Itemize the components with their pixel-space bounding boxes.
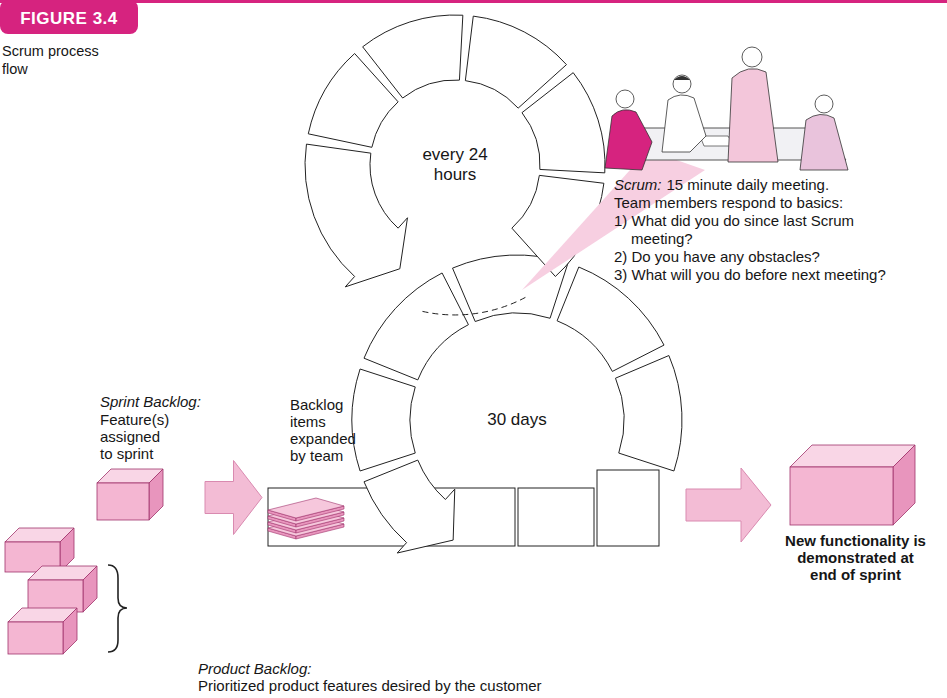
box-side-face — [63, 608, 77, 654]
note-text: Team members respond to basics: — [614, 194, 902, 212]
note-text: 3) What will you do before next meeting? — [614, 266, 902, 284]
note-text: 2) Do you have any obstacles? — [614, 248, 902, 266]
figure-caption: Scrum process flow — [2, 42, 112, 78]
node-outline — [95, 468, 167, 523]
person-head — [673, 75, 691, 93]
box-side-face — [149, 469, 163, 520]
box-front-face — [8, 622, 63, 654]
box-front-face — [97, 483, 149, 520]
box-side-face — [893, 445, 915, 525]
backlog-items-stack: Backlog items expanded by team — [266, 476, 348, 546]
sprint-strip-cell — [518, 488, 594, 546]
node-text: every 24 hours — [410, 145, 500, 185]
note-heading: Scrum: — [614, 176, 662, 193]
person-figure — [728, 69, 778, 162]
product-backlog-stack: Product Backlog:Prioritized product feat… — [0, 520, 130, 655]
flow-arrow — [205, 461, 262, 535]
ring-arrow — [364, 460, 455, 553]
node-heading: Product Backlog: — [198, 660, 618, 677]
sprint-cycle-ring: 30 days — [352, 255, 682, 585]
note-text: 15 minute daily meeting. — [667, 176, 830, 193]
sprint-backlog-box: Sprint Backlog:Feature(s) assigned to sp… — [95, 468, 167, 523]
ring-segment — [512, 175, 604, 276]
note-text: 1) What did you do since last Scrum meet… — [614, 212, 902, 248]
daily-cycle-ring: every 24 hours — [305, 15, 605, 315]
ring-segment — [615, 356, 682, 471]
node-heading: Sprint Backlog: — [100, 393, 230, 410]
table-paper — [700, 136, 734, 146]
figure-title: FIGURE 3.4 — [0, 3, 138, 34]
box-side-face — [83, 566, 97, 612]
person-hair — [674, 76, 690, 80]
box-side-face — [60, 528, 74, 572]
node-outline — [0, 520, 130, 655]
flow-arrow — [686, 468, 771, 542]
person-figure — [800, 114, 848, 170]
ring-segment — [364, 273, 468, 380]
meeting-notes: Scrum: 15 minute daily meeting.Team membe… — [614, 176, 902, 284]
backlog-bracket — [108, 565, 127, 652]
box-front-face — [28, 580, 83, 612]
figure-badge — [0, 0, 138, 34]
person-head — [616, 90, 634, 108]
person-head — [815, 95, 833, 113]
node-outline — [266, 476, 348, 546]
sheet-face — [268, 498, 344, 518]
ring-arrow — [305, 144, 407, 287]
box-front-face — [790, 467, 893, 525]
node-text: Backlog items expanded by team — [290, 396, 360, 464]
person-figure — [605, 110, 652, 170]
node-text: Prioritized product features desired by … — [198, 677, 618, 694]
top-rule — [0, 0, 947, 3]
person-figure — [662, 95, 706, 152]
sprint-strip-cell — [597, 470, 659, 546]
node-text: New functionality is demonstrated at end… — [783, 532, 928, 583]
ring-segment — [557, 267, 664, 371]
ring-segment — [352, 369, 415, 471]
node-text: Feature(s) assigned to sprint — [100, 411, 175, 462]
node-text: 30 days — [467, 410, 567, 430]
ring-segment — [465, 16, 566, 108]
meeting-table — [618, 128, 846, 160]
person-head — [742, 47, 762, 67]
increment-box: New functionality is demonstrated at end… — [775, 440, 935, 530]
ring-segment — [308, 54, 398, 148]
node-outline — [775, 440, 935, 530]
